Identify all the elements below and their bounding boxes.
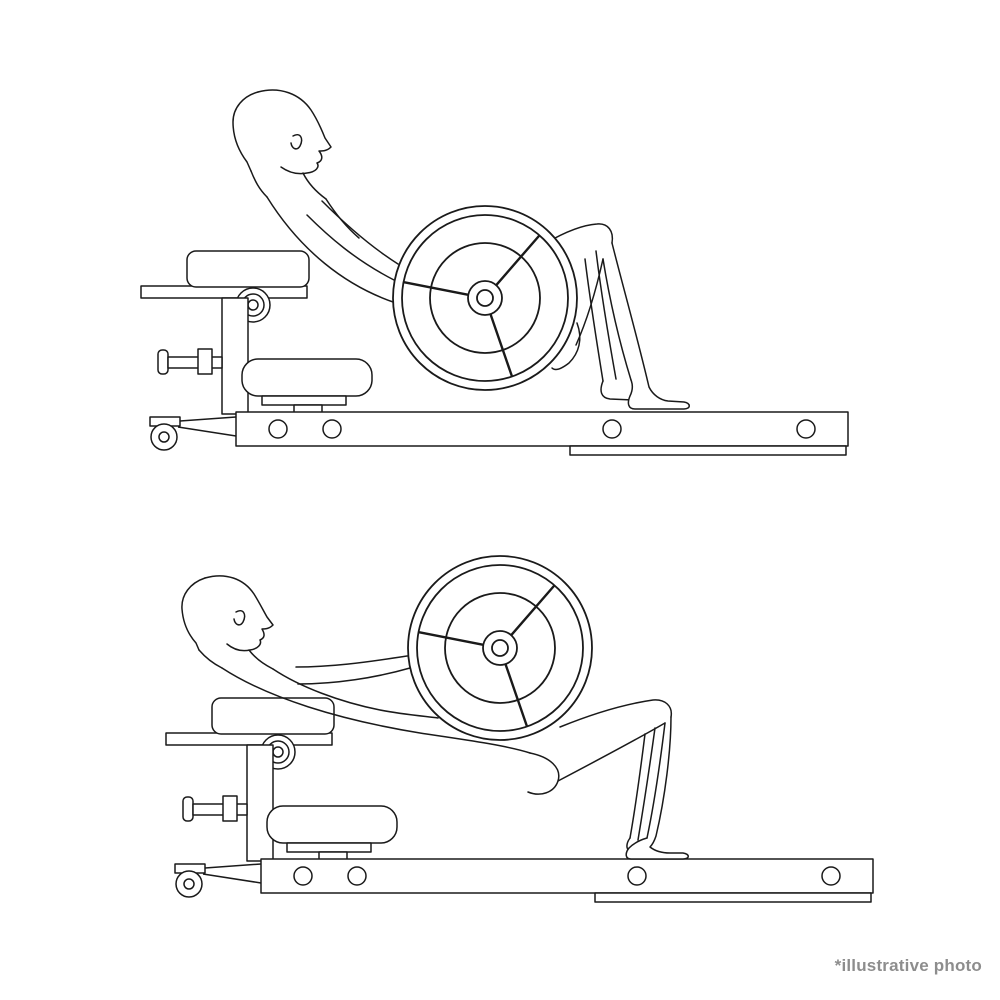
weight-plate-top [391,204,579,392]
hip-thrust-top-illustration [140,89,849,456]
ear-line [290,134,303,150]
ear-line [233,610,246,626]
person-figure-top [232,89,690,410]
person-figure-bottom [181,575,689,860]
hip-thrust-bottom-illustration [165,554,874,903]
weight-plate-bottom [406,554,594,742]
illustrative-photo-caption: *illustrative photo [834,956,982,975]
